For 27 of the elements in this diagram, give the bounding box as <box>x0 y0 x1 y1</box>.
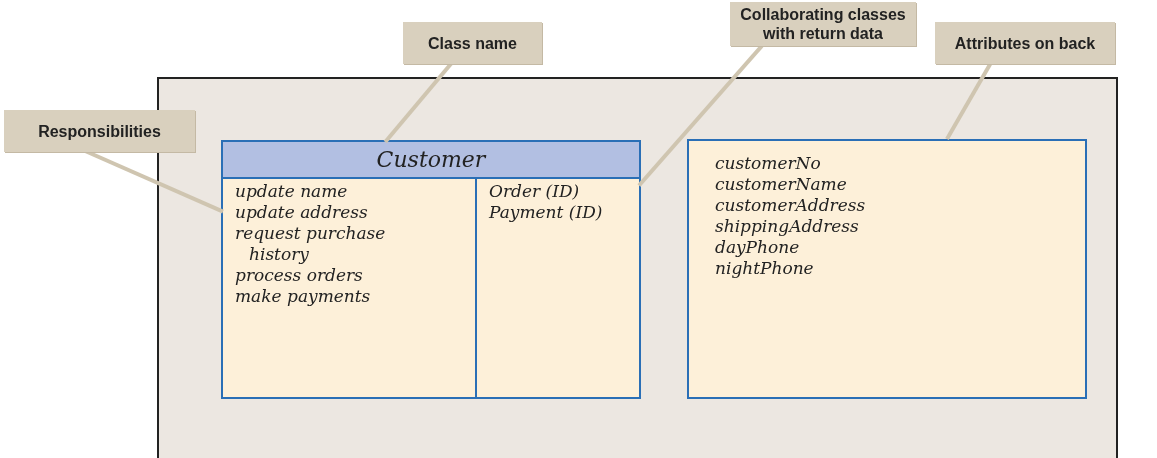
attribute-text: customerName <box>715 174 848 195</box>
responsibility-text: make payments <box>235 286 372 307</box>
attribute-text: dayPhone <box>715 237 801 258</box>
attribute-text: customerNo <box>715 153 822 174</box>
attribute-text: nightPhone <box>715 258 815 279</box>
responsibility-text: process orders <box>235 265 364 286</box>
responsibilities-column <box>223 179 477 397</box>
attribute-text: shippingAddress <box>715 216 860 237</box>
callout-label <box>730 2 916 46</box>
collaborator-text: Order (ID) <box>489 181 581 202</box>
collaborators-column <box>477 179 639 397</box>
responsibility-text: update name <box>235 181 349 202</box>
crc-card-back <box>687 139 1087 399</box>
responsibility-text: update address <box>235 202 369 223</box>
callout-text: Responsibilities <box>38 121 161 141</box>
attribute-text: customerAddress <box>715 195 867 216</box>
leader-line <box>945 62 993 140</box>
callout-text: Collaborating classes with return data <box>739 5 907 43</box>
callout-label <box>4 110 195 152</box>
callout-label <box>935 22 1115 64</box>
card-header <box>223 142 639 179</box>
callout-text: Class name <box>428 33 517 53</box>
class-name-text: Customer <box>376 149 486 170</box>
callout-label <box>403 22 542 64</box>
collaborator-text: Payment (ID) <box>489 202 604 223</box>
crc-card-front <box>221 140 641 399</box>
callout-text: Attributes on back <box>954 33 1096 53</box>
